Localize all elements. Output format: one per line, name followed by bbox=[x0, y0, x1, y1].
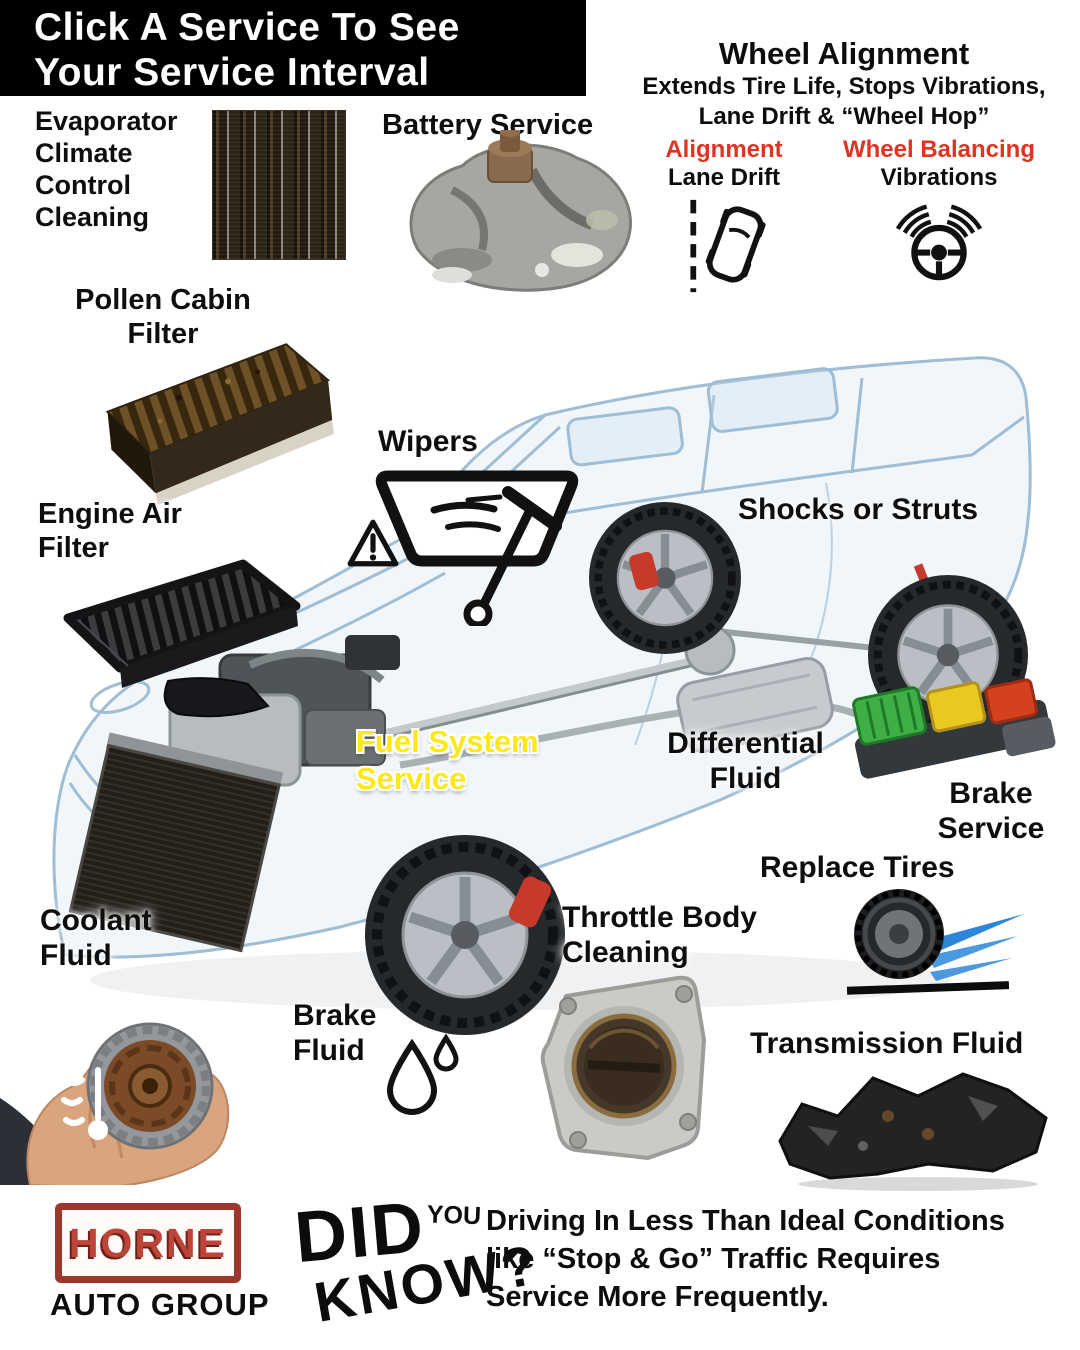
sunroof-panels bbox=[566, 367, 839, 467]
wheel-alignment-subtitle-2: Lane Drift & “Wheel Hop” bbox=[698, 103, 990, 130]
rear-brake-caliper bbox=[629, 551, 659, 591]
coolant-fluid-service-label[interactable]: Coolant Fluid bbox=[40, 904, 152, 973]
temperature-icon bbox=[61, 1067, 108, 1140]
evaporator-photo[interactable] bbox=[212, 110, 346, 260]
wheel-alignment-subtitle-1: Extends Tire Life, Stops Vibrations, bbox=[642, 73, 1046, 100]
dirty-throttle-body-photo[interactable] bbox=[538, 970, 710, 1164]
pollen-filter-service-label[interactable]: Pollen Cabin Filter bbox=[75, 284, 251, 351]
wheel-balancing-label[interactable]: Wheel Balancing bbox=[842, 136, 1036, 163]
steering-wheel-vibration-icon bbox=[895, 204, 983, 281]
horne-logo[interactable]: HORNE bbox=[55, 1203, 241, 1283]
corroded-battery-photo[interactable] bbox=[392, 130, 642, 295]
horne-logo-text: HORNE bbox=[68, 1219, 228, 1266]
rear-left-wheel bbox=[589, 502, 741, 654]
did-you-know-message: Driving In Less Than Ideal Conditions li… bbox=[486, 1205, 1005, 1313]
front-wheel bbox=[365, 835, 565, 1035]
warning-triangle-icon bbox=[347, 519, 399, 567]
wheel-alignment-title[interactable]: Wheel Alignment bbox=[718, 36, 970, 71]
differential-fluid-service-label[interactable]: Differential Fluid bbox=[667, 727, 824, 796]
wheel-alignment-block[interactable]: Wheel Alignment Extends Tire Life, Stops… bbox=[618, 36, 1070, 294]
alignment-column[interactable]: Alignment Lane Drift bbox=[629, 136, 819, 294]
dyk-word-you: YOU bbox=[426, 1200, 482, 1231]
did-you-know-graphic: DID YOU KNOW? bbox=[292, 1187, 544, 1334]
wheel-balancing-column[interactable]: Wheel Balancing Vibrations bbox=[819, 136, 1059, 294]
fuel-system-service-label[interactable]: Fuel System Service bbox=[356, 724, 539, 796]
dirty-cabin-filter-photo[interactable] bbox=[96, 328, 340, 510]
shocks-struts-service-label[interactable]: Shocks or Struts bbox=[738, 493, 979, 526]
engine-air-filter-photo[interactable] bbox=[58, 556, 303, 721]
engine-air-filter-service-label[interactable]: Engine Air Filter bbox=[38, 498, 182, 565]
sludged-transmission-part-photo[interactable] bbox=[768, 1056, 1058, 1193]
wipers-service-label[interactable]: Wipers bbox=[378, 425, 478, 458]
alignment-sublabel: Lane Drift bbox=[667, 164, 780, 191]
transmission-fluid-service-label[interactable]: Transmission Fluid bbox=[750, 1027, 1024, 1060]
header-banner: Click A Service To See Your Service Inte… bbox=[0, 0, 586, 96]
fluid-drops-icon bbox=[386, 1034, 459, 1115]
wheel-alignment-columns: Alignment Lane Drift Wheel Balancing bbox=[618, 136, 1070, 294]
car-cutaway-illustration bbox=[52, 356, 1060, 1065]
banner-line-2: Your Service Interval bbox=[34, 51, 430, 94]
coolant-cap-in-hand-photo[interactable] bbox=[0, 978, 262, 1185]
radiator bbox=[68, 732, 284, 953]
brake-fluid-service-label[interactable]: Brake Fluid bbox=[293, 999, 377, 1068]
windshield-wiper-icon[interactable] bbox=[372, 464, 584, 626]
coolant-cap bbox=[86, 1022, 214, 1150]
battery-service-label[interactable]: Battery Service bbox=[382, 109, 594, 141]
brake-pads-wear-photo[interactable] bbox=[848, 666, 1058, 786]
tire-photo[interactable] bbox=[842, 884, 1032, 1008]
evaporator-service-label[interactable]: Evaporator Climate Control Cleaning bbox=[35, 106, 178, 232]
throttle-body-service-label[interactable]: Throttle Body Cleaning bbox=[562, 901, 757, 970]
fuel-tank bbox=[676, 657, 834, 753]
banner-line-1: Click A Service To See bbox=[34, 6, 460, 49]
replace-tires-service-label[interactable]: Replace Tires bbox=[760, 851, 955, 884]
front-brake-caliper bbox=[508, 876, 552, 928]
auto-group-label: AUTO GROUP bbox=[50, 1287, 270, 1322]
brake-service-label[interactable]: Brake Service bbox=[937, 777, 1045, 846]
wheel-balancing-sublabel: Vibrations bbox=[880, 164, 998, 191]
alignment-label[interactable]: Alignment bbox=[665, 136, 783, 163]
lane-alignment-icon bbox=[689, 199, 766, 293]
